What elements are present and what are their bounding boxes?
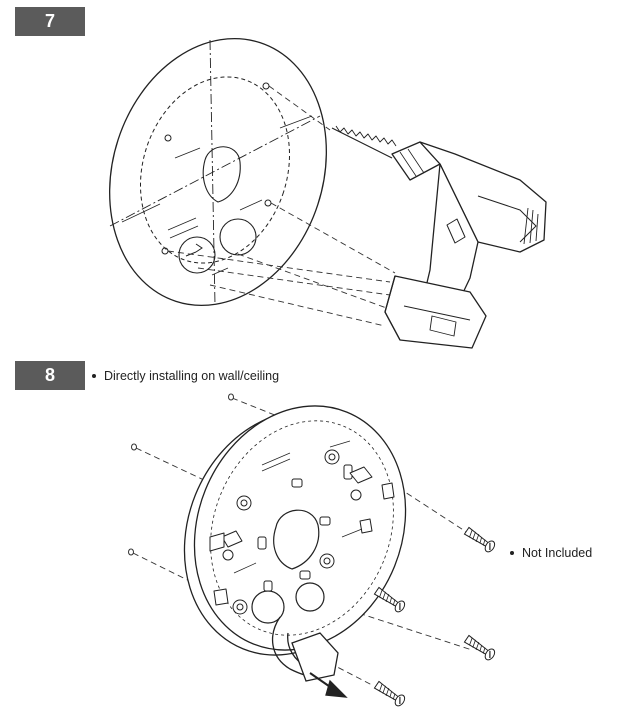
step-8-number: 8 (44, 365, 55, 385)
not-included-callout: Not Included (510, 546, 592, 560)
step-7-badge: 7 (15, 7, 85, 36)
power-drill-illustration (331, 125, 547, 349)
step-7-drilling-illustration (109, 37, 547, 349)
step-7-guide-lines (167, 85, 396, 327)
step-8-note-text: Directly installing on wall/ceiling (104, 369, 280, 383)
step-8-mount-plate-illustration (128, 393, 496, 707)
screw-3 (463, 634, 496, 661)
screw-2 (373, 586, 406, 613)
mount-plate (183, 405, 407, 656)
step-7-number: 7 (44, 11, 55, 31)
step-8-note: Directly installing on wall/ceiling (92, 369, 279, 383)
not-included-text: Not Included (522, 546, 593, 560)
step-8-badge: 8 (15, 361, 85, 390)
screw-4 (373, 680, 406, 707)
screw-1 (463, 526, 496, 553)
wall-anchor-points (128, 393, 234, 556)
bullet-icon (92, 374, 96, 378)
screws (373, 526, 496, 707)
mounting-template-sheet (109, 37, 327, 307)
cable-loop-with-arrow (271, 616, 348, 698)
bullet-icon (510, 551, 514, 555)
